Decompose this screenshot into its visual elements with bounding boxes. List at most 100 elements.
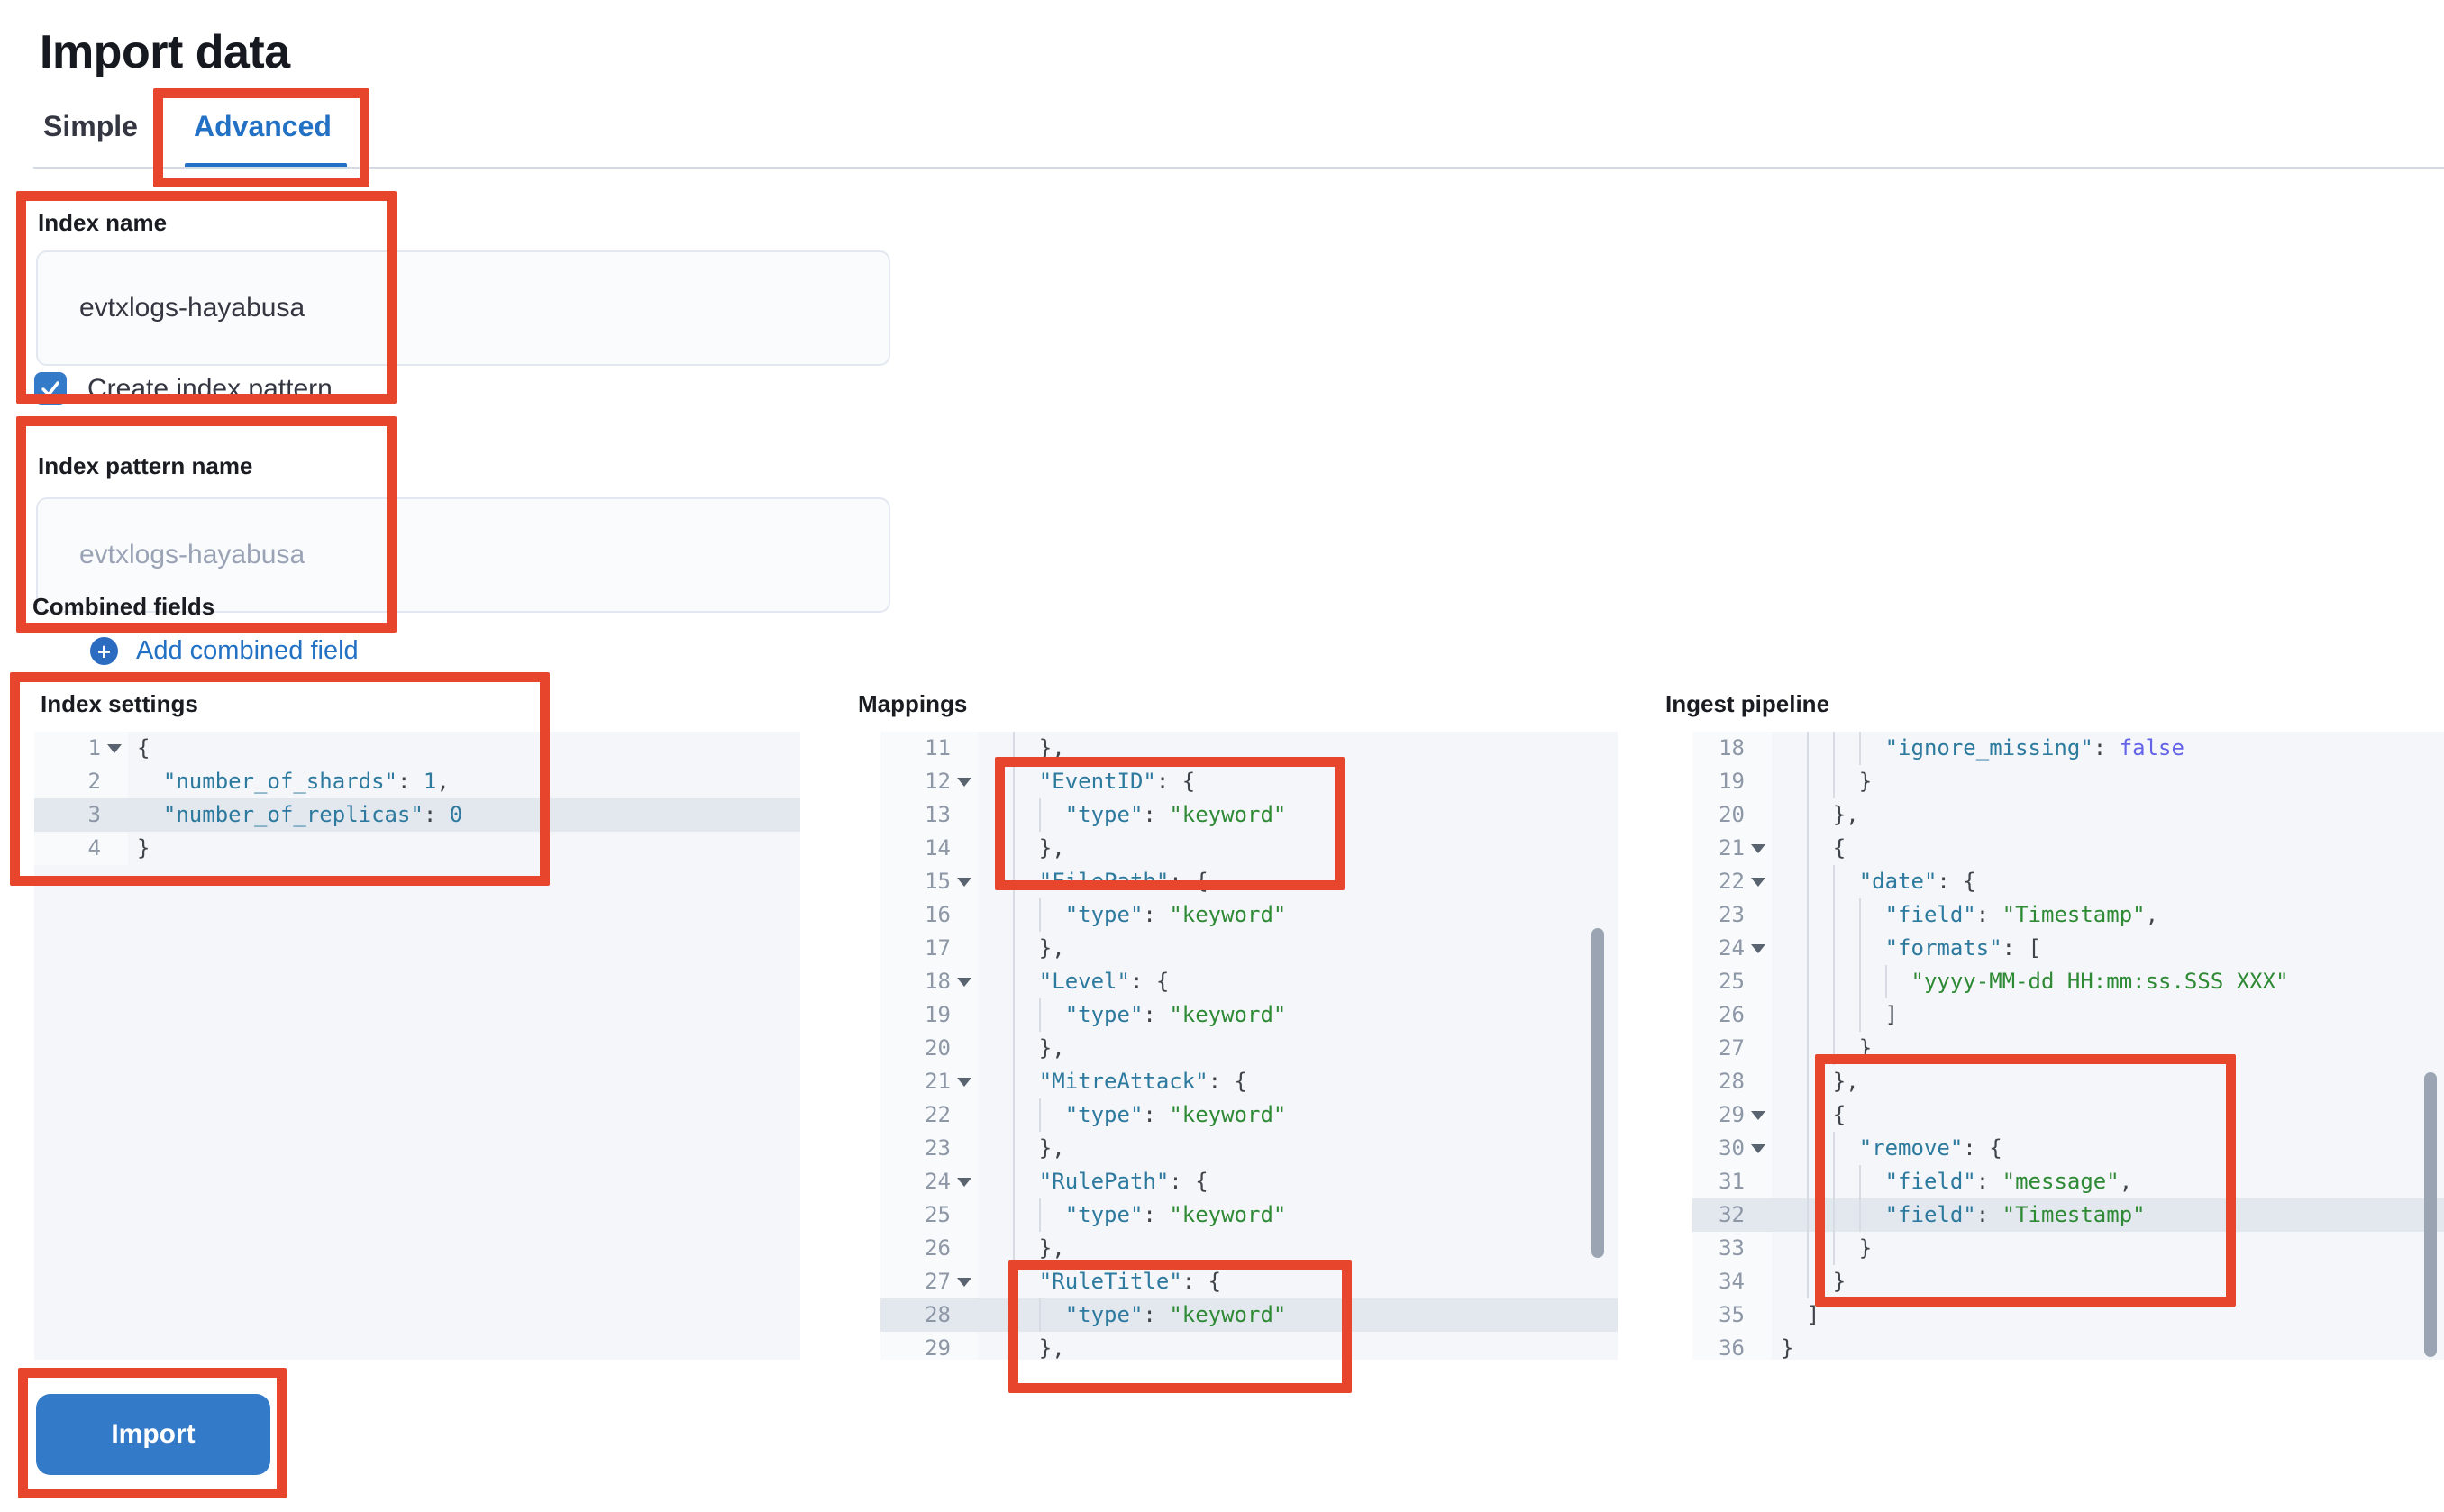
fold-arrow-icon[interactable] — [951, 1177, 978, 1187]
indent-guide — [1012, 1198, 1015, 1232]
indent-guide — [1012, 1098, 1015, 1132]
indent-guide — [1012, 1132, 1015, 1165]
fold-arrow-icon[interactable] — [1745, 843, 1772, 853]
index-pattern-name-label: Index pattern name — [38, 452, 253, 479]
indent-guide — [1806, 765, 1809, 798]
fold-arrow-icon[interactable] — [1745, 943, 1772, 953]
fold-arrow-icon[interactable] — [951, 977, 978, 987]
code-line: 14 }, — [880, 832, 1618, 865]
code-line: 30 "remove": { — [1692, 1132, 2444, 1165]
code-line: 4} — [34, 832, 800, 865]
code-line: 15 "FilePath": { — [880, 865, 1618, 898]
indent-guide — [1806, 898, 1809, 932]
line-number: 29 — [1719, 1102, 1745, 1127]
line-number: 30 — [1719, 1135, 1745, 1161]
indent-guide — [1832, 1032, 1835, 1065]
plus-icon: + — [90, 637, 118, 665]
indent-guide — [1806, 1065, 1809, 1098]
code-line: 26 }, — [880, 1232, 1618, 1265]
line-number: 35 — [1719, 1302, 1745, 1327]
fold-arrow-icon[interactable] — [951, 877, 978, 887]
mappings-scrollbar-thumb[interactable] — [1591, 928, 1604, 1258]
code-line: 20 }, — [1692, 798, 2444, 832]
indent-guide — [1806, 1132, 1809, 1165]
code-line: 1{ — [34, 732, 800, 765]
fold-arrow-icon[interactable] — [951, 777, 978, 787]
line-number: 29 — [925, 1335, 951, 1360]
tab-simple[interactable]: Simple — [43, 110, 138, 142]
mappings-label: Mappings — [858, 690, 968, 717]
fold-arrow-icon[interactable] — [951, 1277, 978, 1287]
line-number: 18 — [1719, 735, 1745, 761]
line-number: 11 — [925, 735, 951, 761]
line-number: 20 — [1719, 802, 1745, 827]
indent-guide — [1806, 832, 1809, 865]
code-line: 11 }, — [880, 732, 1618, 765]
indent-guide — [1038, 798, 1041, 832]
indent-guide — [1858, 732, 1861, 765]
indent-guide — [1012, 1298, 1015, 1332]
line-number: 24 — [1719, 935, 1745, 961]
index-name-input[interactable] — [36, 250, 890, 366]
indent-guide — [1858, 1165, 1861, 1198]
index-pattern-name-input[interactable] — [36, 497, 890, 613]
indent-guide — [1832, 965, 1835, 998]
create-index-pattern-checkbox[interactable] — [34, 372, 67, 405]
line-number: 25 — [925, 1202, 951, 1227]
line-number: 16 — [925, 902, 951, 927]
fold-arrow-icon[interactable] — [1745, 1143, 1772, 1153]
line-number: 26 — [1719, 1002, 1745, 1027]
line-number: 23 — [925, 1135, 951, 1161]
code-line: 20 }, — [880, 1032, 1618, 1065]
add-combined-field-link[interactable]: + Add combined field — [90, 636, 359, 666]
indent-guide — [1012, 832, 1015, 865]
code-line: 21 { — [1692, 832, 2444, 865]
indent-guide — [1832, 1132, 1835, 1165]
line-number: 22 — [925, 1102, 951, 1127]
indent-guide — [1858, 932, 1861, 965]
indent-guide — [1858, 898, 1861, 932]
line-number: 21 — [925, 1069, 951, 1094]
line-number: 24 — [925, 1169, 951, 1194]
indent-guide — [1832, 1232, 1835, 1265]
code-line: 29 { — [1692, 1098, 2444, 1132]
indent-guide — [1012, 932, 1015, 965]
indent-guide — [1806, 732, 1809, 765]
code-line: 24 "RulePath": { — [880, 1165, 1618, 1198]
indent-guide — [1806, 1032, 1809, 1065]
indent-guide — [1806, 1098, 1809, 1132]
fold-arrow-icon[interactable] — [951, 1077, 978, 1087]
line-number: 34 — [1719, 1269, 1745, 1294]
line-number: 1 — [87, 735, 101, 761]
code-line: 3 "number_of_replicas": 0 — [34, 798, 800, 832]
indent-guide — [1884, 965, 1887, 998]
code-line: 23 "field": "Timestamp", — [1692, 898, 2444, 932]
line-number: 18 — [925, 969, 951, 994]
import-button[interactable]: Import — [36, 1394, 270, 1475]
indent-guide — [1832, 765, 1835, 798]
fold-arrow-icon[interactable] — [1745, 1110, 1772, 1120]
code-line: 27 "RuleTitle": { — [880, 1265, 1618, 1298]
indent-guide — [1038, 898, 1041, 932]
mappings-editor[interactable]: 11 },12 "EventID": {13 "type": "keyword"… — [880, 732, 1618, 1360]
code-line: 35 ] — [1692, 1298, 2444, 1332]
create-index-pattern-label: Create index pattern — [87, 374, 333, 404]
fold-arrow-icon[interactable] — [101, 743, 128, 753]
indent-guide — [1806, 1232, 1809, 1265]
tab-advanced[interactable]: Advanced — [194, 110, 332, 142]
indent-guide — [1806, 1198, 1809, 1232]
tab-advanced-underline — [185, 163, 347, 169]
code-line: 33 } — [1692, 1232, 2444, 1265]
code-line: 2 "number_of_shards": 1, — [34, 765, 800, 798]
indent-guide — [1012, 732, 1015, 765]
line-number: 17 — [925, 935, 951, 961]
index-settings-editor[interactable]: 1{2 "number_of_shards": 1,3 "number_of_r… — [34, 732, 800, 1360]
fold-arrow-icon[interactable] — [1745, 877, 1772, 887]
indent-guide — [1806, 998, 1809, 1032]
ingest-pipeline-scrollbar-thumb[interactable] — [2424, 1072, 2437, 1357]
line-number: 26 — [925, 1235, 951, 1261]
indent-guide — [1038, 1098, 1041, 1132]
indent-guide — [1806, 1165, 1809, 1198]
page-title: Import data — [40, 26, 290, 78]
